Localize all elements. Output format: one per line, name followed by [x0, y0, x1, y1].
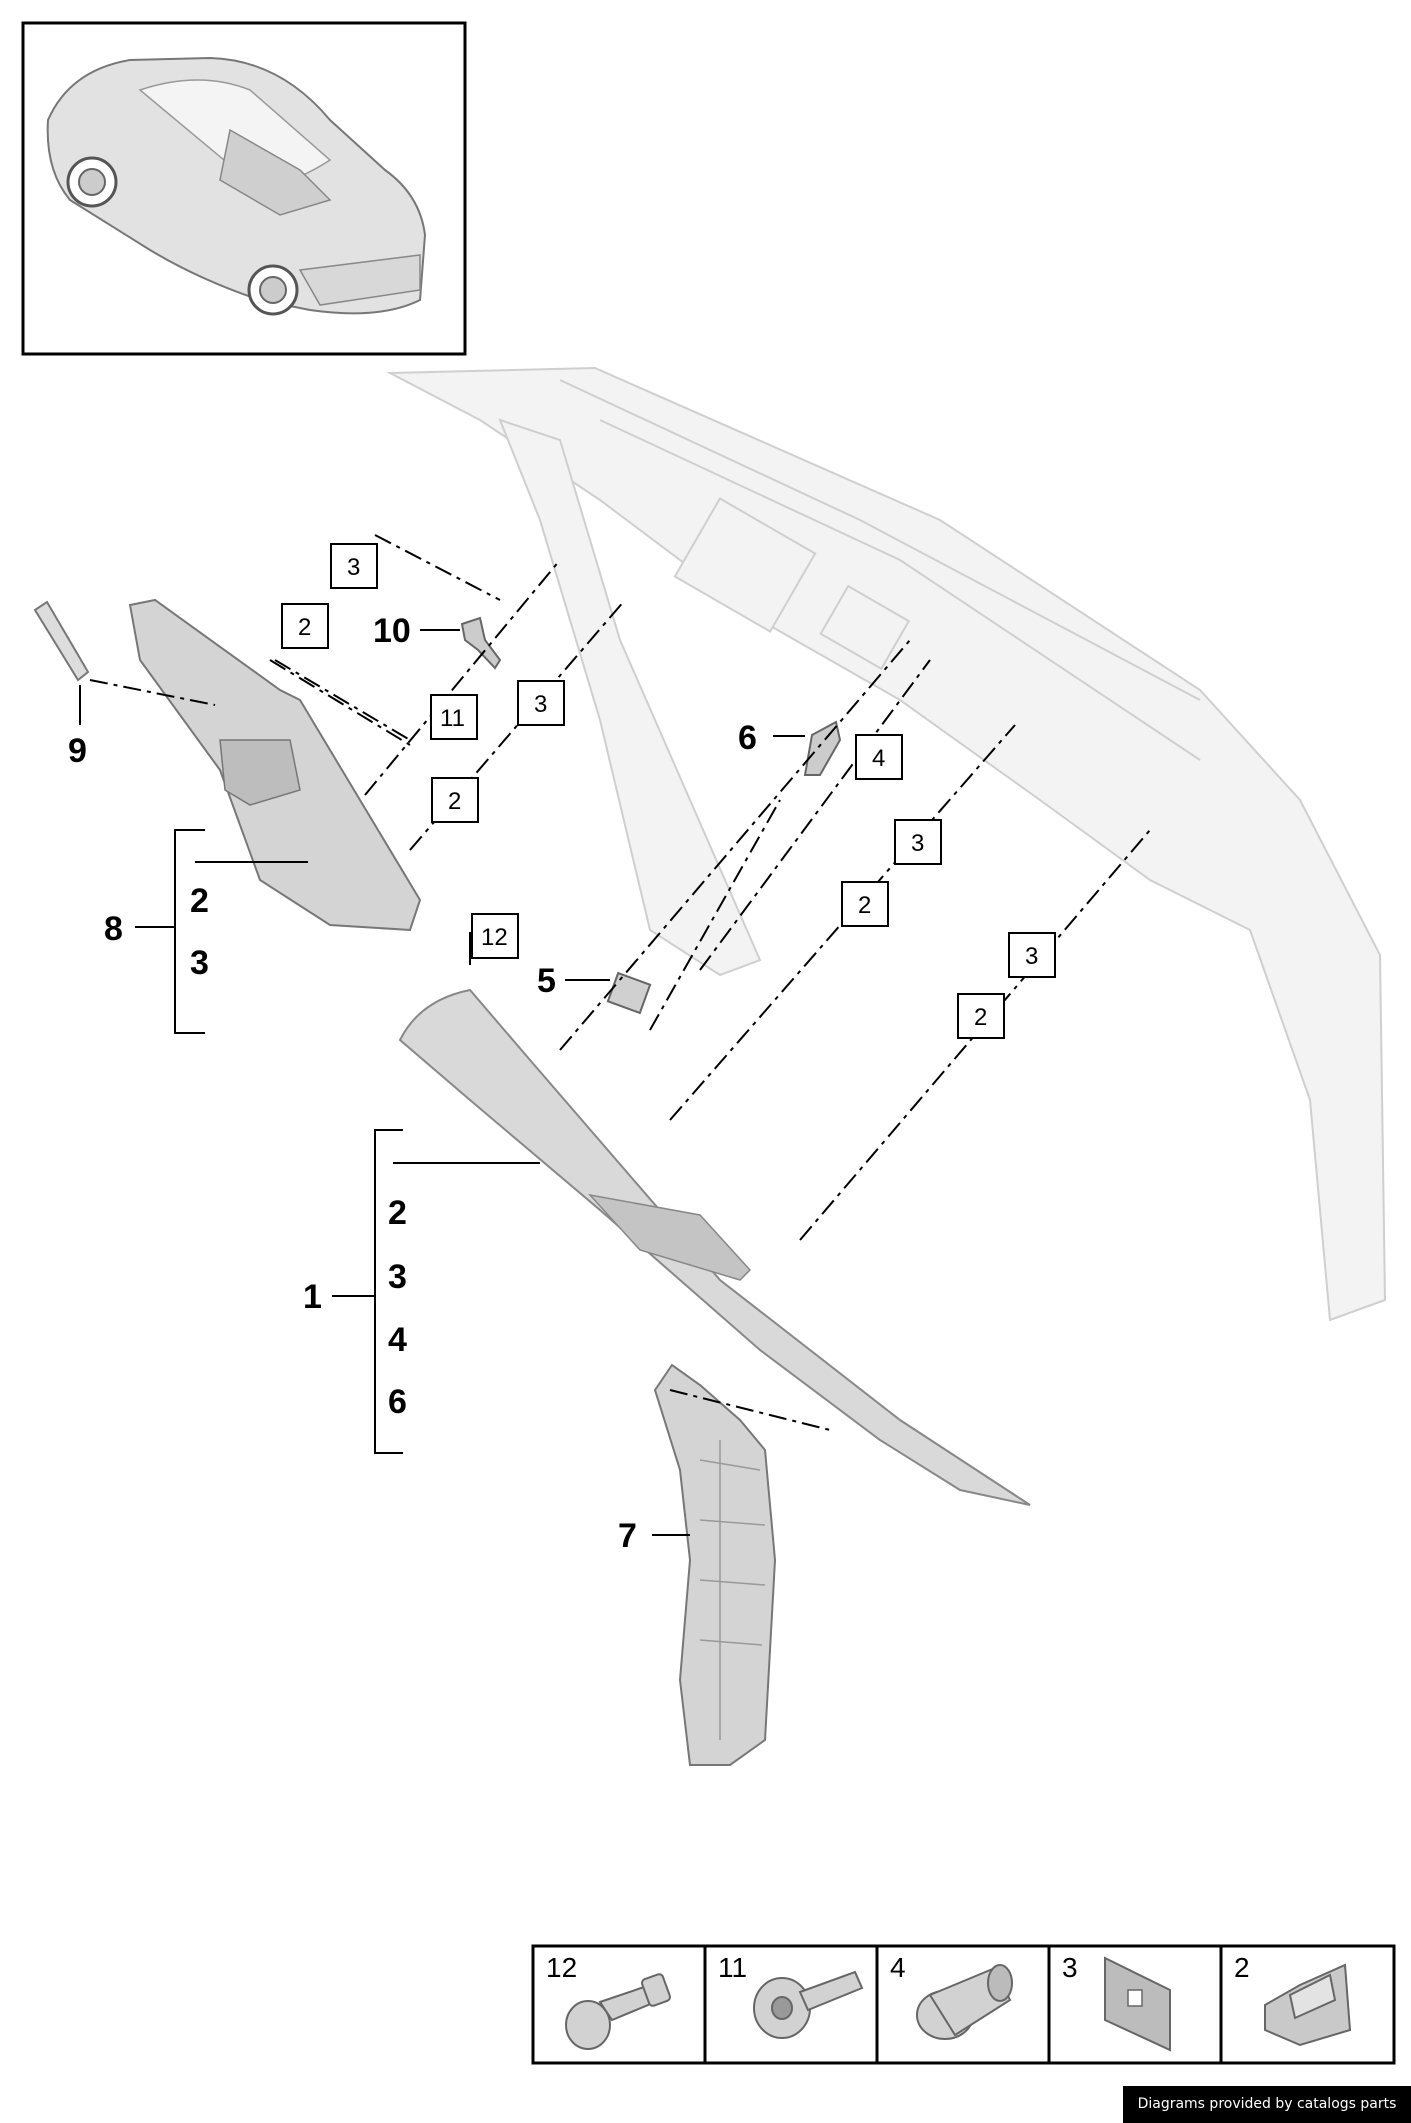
legend-label-2: 2	[1234, 1952, 1250, 1983]
box-callout-4: 4	[872, 745, 885, 772]
callout-1: 1	[303, 1278, 322, 1316]
box-callout-2: 2	[974, 1004, 987, 1031]
callout-9: 9	[68, 732, 87, 770]
box-callout-12: 12	[481, 924, 508, 951]
callout-7: 7	[618, 1517, 637, 1555]
group1-item: 3	[388, 1258, 407, 1296]
box-callout-3: 3	[1025, 943, 1038, 970]
callout-8: 8	[104, 910, 123, 948]
callout-6: 6	[738, 719, 757, 757]
box-callout-2: 2	[858, 892, 871, 919]
group1-item: 4	[388, 1321, 407, 1359]
box-callout-3: 3	[911, 830, 924, 857]
group1-item: 6	[388, 1383, 407, 1421]
bracket[interactable]	[460, 616, 502, 670]
vehicle-thumbnail[interactable]	[21, 21, 467, 356]
pad-icon	[1104, 1956, 1171, 2052]
box-callout-3: 3	[347, 554, 360, 581]
parts-legend: 12 11 4 3 2	[531, 1944, 1396, 2065]
box-callout-2: 2	[448, 788, 461, 815]
push-rivet-icon	[565, 1973, 671, 2050]
boxed-callouts	[281, 543, 1056, 1039]
callout-10: 10	[373, 612, 411, 650]
a-pillar-trim[interactable]	[398, 988, 1031, 1506]
plug[interactable]	[803, 720, 842, 776]
grommet-icon	[916, 1964, 1013, 2040]
lower-trim[interactable]	[653, 1363, 777, 1766]
interior-light[interactable]	[33, 600, 90, 682]
callout-5: 5	[537, 962, 556, 1000]
legend-label-3: 3	[1062, 1952, 1078, 1983]
legend-label-11: 11	[718, 1952, 747, 1983]
box-callout-11: 11	[440, 705, 465, 732]
box-callout-3: 3	[534, 691, 547, 718]
box-callout-2: 2	[298, 614, 311, 641]
legend-label-4: 4	[890, 1952, 906, 1983]
footer-credit: Diagrams provided by catalogs parts	[1123, 2086, 1411, 2123]
legend-label-12: 12	[546, 1952, 577, 1983]
retaining-clip[interactable]	[606, 971, 652, 1015]
upper-trim-panel[interactable]	[128, 598, 422, 932]
body-structure	[386, 366, 1387, 1322]
group8-item: 3	[190, 944, 209, 982]
screw-icon	[753, 1970, 864, 2039]
callout-leaders	[79, 629, 805, 1536]
group8-item: 2	[190, 882, 209, 920]
group1-item: 2	[388, 1194, 407, 1232]
clip-icon	[1264, 1963, 1352, 2047]
